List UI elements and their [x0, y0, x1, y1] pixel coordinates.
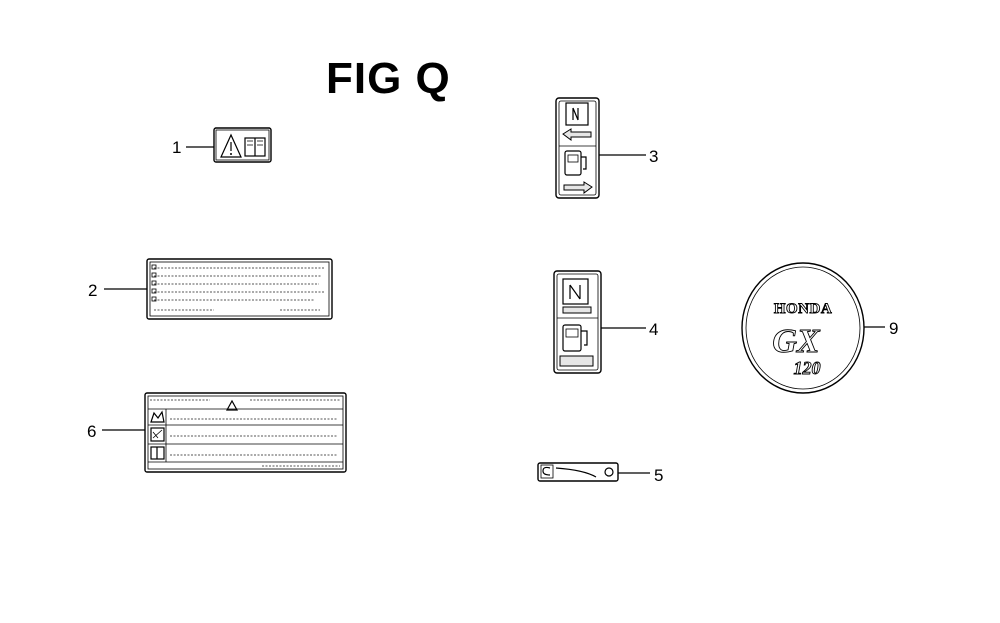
part-4-fuel-cock-label[interactable] [553, 270, 602, 374]
manual-book-icon [150, 446, 165, 460]
callout-2: 2 [88, 281, 97, 300]
callout-3: 3 [649, 147, 658, 166]
symbol-icon [540, 464, 554, 479]
fuel-pump-icon [564, 150, 587, 176]
manual-book-icon [244, 137, 266, 157]
indicator-bar [562, 306, 592, 314]
arrow-left-icon [562, 128, 592, 141]
callout-9: 9 [889, 319, 898, 338]
fuel-off-icon [562, 278, 589, 305]
figure-title: FIG Q [326, 54, 451, 103]
brand-text: HONDA [774, 301, 832, 317]
fuel-off-icon [565, 102, 589, 126]
exhaust-gas-icon [150, 427, 165, 442]
warning-triangle-icon [225, 399, 239, 411]
part-3-fuel-cock-label[interactable] [555, 97, 600, 199]
callout-5: 5 [654, 466, 663, 485]
part-6-warning-label[interactable] [144, 392, 347, 473]
callout-4: 4 [649, 320, 658, 339]
callout-1: 1 [172, 138, 181, 157]
part-5-small-label[interactable] [537, 462, 619, 482]
callout-6: 6 [87, 422, 96, 441]
fuel-pump-icon [562, 324, 588, 352]
arrow-right-icon [563, 181, 593, 194]
part-9-emblem[interactable]: HONDA GX 120 [741, 262, 865, 394]
part-1-warning-label[interactable] [213, 127, 272, 163]
model-text: GX [772, 323, 821, 360]
indicator-bar [559, 355, 594, 367]
size-text: 120 [794, 358, 821, 378]
fire-icon [150, 410, 165, 423]
warning-triangle-icon [220, 133, 242, 158]
part-2-caution-label[interactable] [146, 258, 333, 320]
